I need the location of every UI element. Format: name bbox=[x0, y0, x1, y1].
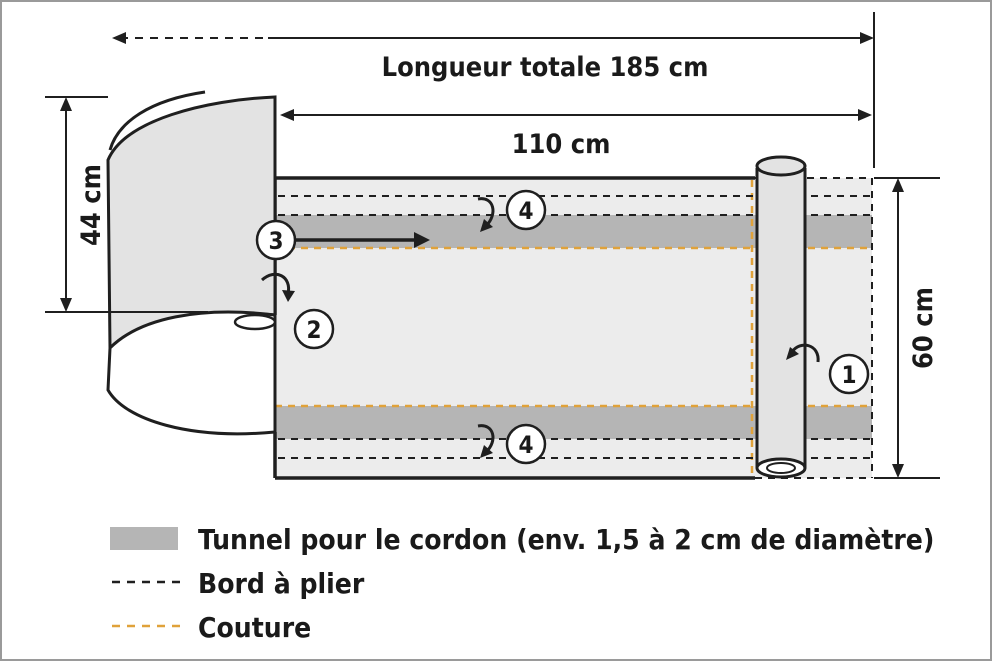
width-bottom-arrowhead bbox=[892, 464, 904, 478]
height-label: 44 cm bbox=[76, 164, 107, 246]
step4-top-curl-arrow bbox=[477, 197, 495, 228]
step-number-4-top: 4 bbox=[518, 197, 533, 225]
inner-length-right-arrowhead bbox=[858, 109, 872, 121]
step-number-4-bottom: 4 bbox=[518, 431, 533, 459]
panel-outline bbox=[273, 176, 755, 480]
legend-tunnel-swatch bbox=[110, 527, 178, 550]
step-number-3: 3 bbox=[268, 227, 283, 255]
height-top-arrowhead bbox=[60, 97, 72, 111]
total-length-left-arrowhead bbox=[112, 32, 126, 44]
inner-length-left-arrowhead bbox=[280, 109, 294, 121]
right-roll-bottom bbox=[755, 457, 807, 479]
step-marker-4-bottom bbox=[505, 423, 547, 465]
legend-seam-label: Couture bbox=[198, 611, 311, 644]
step4-bottom-curl-arrowhead bbox=[480, 445, 493, 458]
step2-curl-arrow bbox=[260, 272, 291, 295]
total-length-label: Longueur totale 185 cm bbox=[382, 52, 709, 83]
total-length-right-arrowhead bbox=[860, 32, 874, 44]
step1-curl-arrow bbox=[790, 343, 820, 363]
step-marker-1 bbox=[828, 353, 870, 395]
rolled-end-front bbox=[106, 310, 277, 436]
step3-arrowhead bbox=[414, 232, 430, 248]
inner-length-label: 110 cm bbox=[512, 129, 611, 160]
right-roll-bottom-inner bbox=[766, 462, 796, 474]
rolled-end-top-curve bbox=[108, 90, 206, 151]
left-curl bbox=[233, 313, 277, 331]
step2-curl-arrowhead bbox=[282, 290, 295, 302]
legend-fold-label: Bord à plier bbox=[198, 567, 365, 600]
step-marker-3 bbox=[255, 219, 297, 261]
step4-top-curl-arrowhead bbox=[480, 219, 493, 232]
step-number-2: 2 bbox=[306, 316, 321, 344]
legend-tunnel-label: Tunnel pour le cordon (env. 1,5 à 2 cm d… bbox=[198, 523, 934, 556]
right-roll-body bbox=[757, 165, 805, 468]
width-label: 60 cm bbox=[908, 287, 939, 369]
step-marker-2 bbox=[293, 308, 335, 350]
step1-curl-arrowhead bbox=[786, 347, 799, 360]
height-bottom-arrowhead bbox=[60, 298, 72, 312]
step-number-1: 1 bbox=[841, 361, 856, 389]
right-roll-top bbox=[755, 155, 807, 177]
step-marker-4-top bbox=[505, 189, 547, 231]
width-top-arrowhead bbox=[892, 178, 904, 192]
rolled-end-inner bbox=[106, 95, 277, 352]
